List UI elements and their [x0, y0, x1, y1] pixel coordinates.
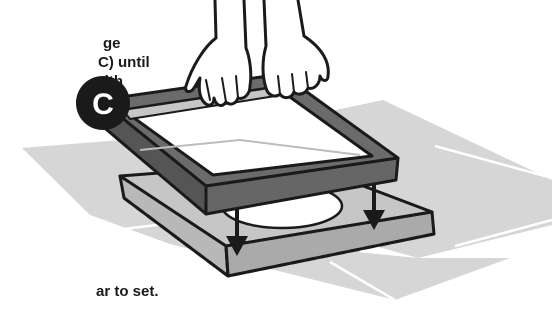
- instruction-line-1: ge: [103, 34, 121, 53]
- instruction-line-4: ar to set.: [96, 282, 159, 301]
- instruction-line-2: C) until: [98, 53, 150, 72]
- step-badge-letter: C: [92, 88, 114, 121]
- instruction-line-3: with: [93, 72, 123, 91]
